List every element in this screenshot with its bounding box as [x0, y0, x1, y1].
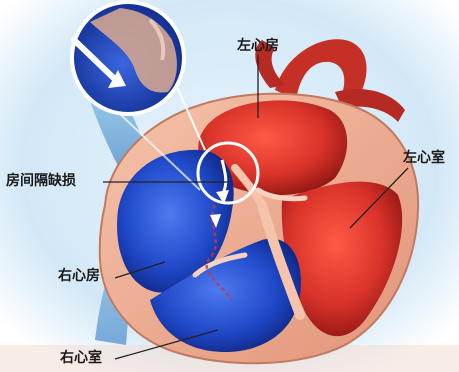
label-atrial-septal-defect: 房间隔缺损: [6, 173, 76, 189]
label-right-atrium: 右心房: [58, 268, 100, 284]
label-left-ventricle: 左心室: [403, 150, 445, 166]
zoom-inset: [72, 2, 184, 114]
label-right-ventricle: 右心室: [60, 350, 102, 366]
label-left-atrium: 左心房: [237, 38, 279, 54]
